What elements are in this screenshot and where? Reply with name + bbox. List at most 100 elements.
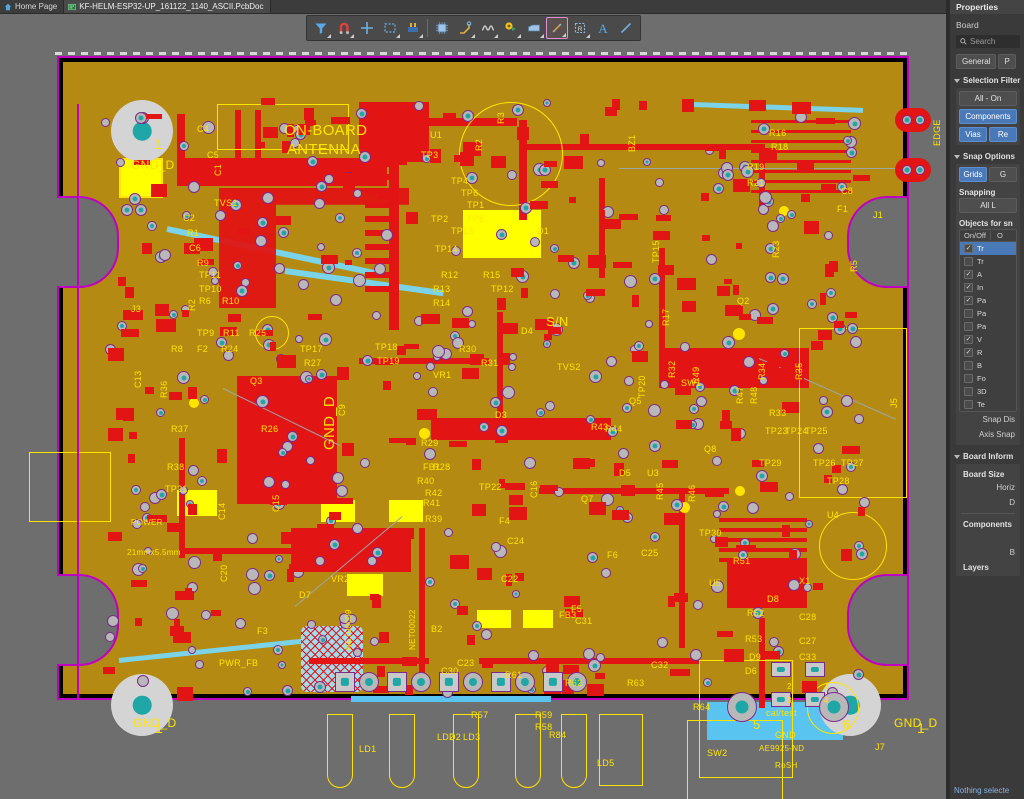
via[interactable]: [255, 235, 267, 247]
via[interactable]: [129, 193, 141, 205]
route-trace-icon[interactable]: [454, 17, 476, 39]
via[interactable]: [756, 178, 766, 188]
component-designator[interactable]: C31: [575, 616, 593, 626]
via[interactable]: [589, 370, 602, 383]
via[interactable]: [743, 356, 755, 368]
via[interactable]: [536, 408, 545, 417]
component-designator[interactable]: SW1: [681, 378, 702, 388]
smd-pad[interactable]: [816, 118, 835, 124]
via[interactable]: [188, 465, 199, 476]
smd-pad[interactable]: [142, 243, 152, 254]
component-designator[interactable]: TP5: [467, 214, 485, 224]
smd-pad[interactable]: [653, 231, 670, 240]
component-designator[interactable]: TP27: [841, 458, 864, 468]
via[interactable]: [316, 369, 327, 380]
smd-pad[interactable]: [675, 382, 691, 395]
via[interactable]: [428, 387, 438, 397]
smd-pad[interactable]: [779, 368, 798, 378]
via[interactable]: [824, 231, 833, 240]
smd-pad[interactable]: [564, 596, 580, 607]
component-designator[interactable]: TP17: [300, 344, 323, 354]
smd-pad[interactable]: [399, 550, 407, 564]
component-designator[interactable]: VR2: [331, 574, 350, 584]
smd-pad[interactable]: [705, 488, 724, 497]
smd-pad[interactable]: [797, 162, 814, 173]
filter-chip-vias[interactable]: Vias: [959, 127, 987, 142]
via[interactable]: [496, 425, 508, 437]
smd-pad[interactable]: [255, 142, 265, 148]
via[interactable]: [248, 582, 261, 595]
via[interactable]: [643, 158, 651, 166]
component-designator[interactable]: R8: [171, 344, 184, 354]
component-designator[interactable]: J3: [131, 304, 142, 314]
smd-pad[interactable]: [818, 330, 832, 340]
smd-pad[interactable]: [460, 152, 474, 166]
via[interactable]: [507, 170, 517, 180]
smd-pad[interactable]: [443, 113, 456, 120]
via[interactable]: [606, 356, 617, 367]
via[interactable]: [236, 285, 248, 297]
via[interactable]: [360, 458, 370, 468]
via[interactable]: [729, 385, 740, 396]
smd-pad[interactable]: [670, 669, 690, 676]
silkscreen-text[interactable]: NET00022: [408, 609, 417, 650]
via[interactable]: [649, 273, 661, 285]
via[interactable]: [332, 472, 344, 484]
via[interactable]: [144, 547, 152, 555]
silkscreen-text[interactable]: 1: [824, 682, 829, 691]
via[interactable]: [689, 404, 699, 414]
component-designator[interactable]: TP10: [199, 284, 222, 294]
via[interactable]: [462, 306, 473, 317]
smd-pad[interactable]: [502, 323, 518, 334]
via[interactable]: [843, 136, 852, 145]
component-designator[interactable]: C27: [799, 636, 817, 646]
smd-pad[interactable]: [739, 314, 751, 320]
smd-pad[interactable]: [145, 387, 154, 394]
selection-filter-icon[interactable]: [310, 17, 332, 39]
smd-pad[interactable]: [121, 329, 139, 337]
via[interactable]: [607, 426, 618, 437]
cal-test-pad[interactable]: [771, 692, 791, 707]
component-designator[interactable]: R12: [441, 270, 459, 280]
checkbox-icon[interactable]: [964, 400, 973, 409]
via[interactable]: [179, 141, 189, 151]
via[interactable]: [230, 199, 242, 211]
via[interactable]: [508, 363, 516, 371]
via[interactable]: [381, 229, 393, 241]
place-component-icon[interactable]: [402, 17, 424, 39]
via[interactable]: [588, 659, 601, 672]
smd-pad[interactable]: [565, 609, 583, 617]
via[interactable]: [803, 583, 812, 592]
component-designator[interactable]: F3: [257, 626, 269, 636]
component-designator[interactable]: C25: [641, 548, 659, 558]
via[interactable]: [188, 556, 201, 569]
component-designator[interactable]: U5: [709, 578, 722, 588]
smd-pad[interactable]: [331, 117, 350, 124]
smd-pad[interactable]: [789, 550, 797, 559]
silkscreen-text[interactable]: NET00009: [344, 609, 353, 650]
component-designator[interactable]: C9: [337, 403, 347, 416]
smd-pad[interactable]: [175, 591, 194, 600]
via[interactable]: [374, 263, 386, 275]
smd-pad[interactable]: [544, 161, 557, 167]
smd-pad[interactable]: [604, 219, 621, 229]
component-designator[interactable]: R16: [769, 128, 787, 138]
via[interactable]: [539, 164, 551, 176]
smd-pad[interactable]: [277, 355, 296, 368]
via[interactable]: [319, 333, 332, 346]
silkscreen-text[interactable]: 5: [753, 717, 761, 732]
component-designator[interactable]: R36: [159, 380, 169, 398]
via[interactable]: [307, 620, 316, 629]
smd-pad[interactable]: [128, 454, 135, 463]
via[interactable]: [648, 404, 661, 417]
smd-pad[interactable]: [639, 101, 647, 110]
component-designator[interactable]: B2: [431, 624, 443, 634]
via[interactable]: [813, 443, 824, 454]
smd-pad[interactable]: [724, 279, 732, 284]
via[interactable]: [713, 183, 724, 194]
via[interactable]: [711, 580, 724, 593]
smd-pad[interactable]: [263, 127, 278, 138]
via[interactable]: [256, 395, 269, 408]
smd-pad[interactable]: [108, 348, 124, 361]
via[interactable]: [481, 629, 492, 640]
